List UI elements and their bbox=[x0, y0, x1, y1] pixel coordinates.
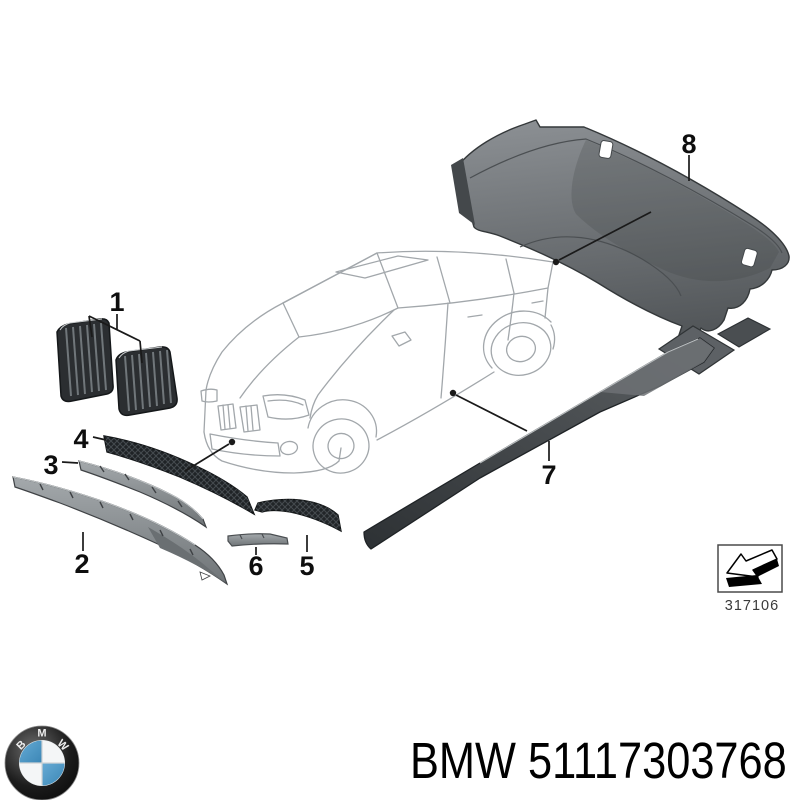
car-grille-left bbox=[217, 403, 237, 431]
callout-3: 3 bbox=[43, 450, 58, 480]
part-4-mesh-grille bbox=[103, 435, 256, 516]
callout-leader-lines bbox=[61, 155, 690, 555]
callout-6: 6 bbox=[248, 551, 263, 581]
part-8-rear-bumper bbox=[451, 119, 790, 375]
bmw-logo-letter-m: M bbox=[37, 728, 46, 740]
car-headlight bbox=[262, 394, 310, 420]
part-number-label: BMW 51117303768 bbox=[410, 732, 787, 789]
callout-4: 4 bbox=[73, 424, 88, 454]
reference-box: 317106 bbox=[717, 544, 783, 614]
part-3-trim-strip bbox=[78, 460, 208, 529]
callout-8: 8 bbox=[681, 129, 696, 159]
callout-7: 7 bbox=[541, 460, 556, 490]
car-line-drawing bbox=[200, 250, 556, 474]
part-7-side-skirt bbox=[363, 337, 715, 550]
callout-2: 2 bbox=[74, 549, 89, 579]
bumper-sensor-hole bbox=[740, 247, 758, 268]
callout-1: 1 bbox=[109, 287, 124, 317]
callout-5: 5 bbox=[299, 551, 314, 581]
direction-arrow-icon bbox=[726, 549, 779, 587]
bmw-logo: B M W bbox=[4, 725, 80, 800]
part-5-mesh-corner bbox=[254, 498, 342, 533]
car-foglamp bbox=[279, 440, 299, 456]
bumper-corner-piece bbox=[716, 317, 772, 348]
part-6-small-trim bbox=[227, 533, 289, 547]
car-grille-right bbox=[239, 404, 261, 433]
reference-code: 317106 bbox=[725, 598, 779, 614]
bumper-sensor-hole bbox=[598, 140, 614, 159]
part-2-spoiler-strip bbox=[12, 476, 229, 586]
car-mirror bbox=[391, 331, 412, 347]
part-1-kidney-grilles bbox=[56, 318, 178, 417]
